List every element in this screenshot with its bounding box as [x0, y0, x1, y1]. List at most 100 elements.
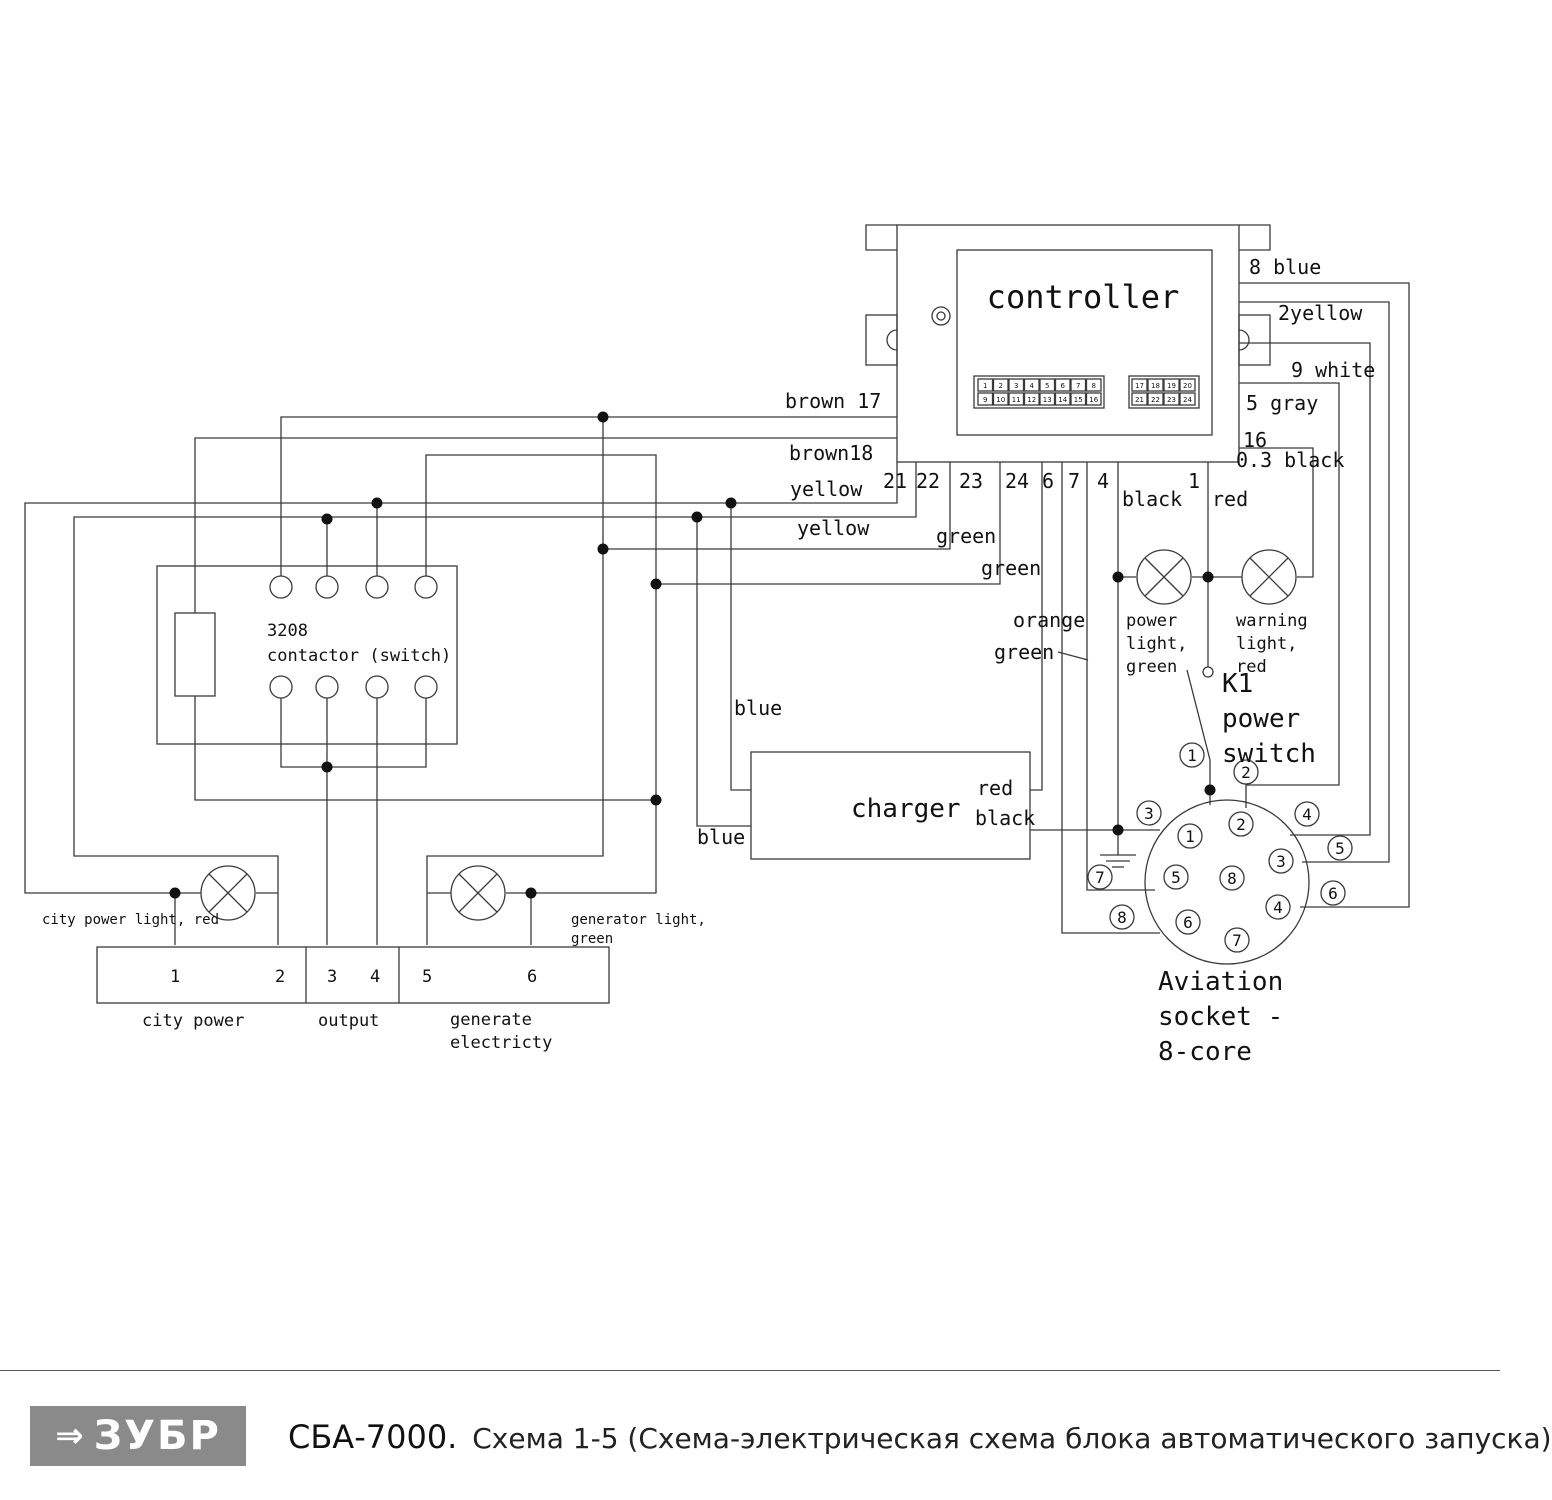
warning-light-label-1: warning	[1236, 611, 1308, 631]
socket-outer-pin-circle	[1233, 759, 1259, 785]
charger-black-label: black	[975, 806, 1035, 830]
label-yellow-a: yellow	[790, 477, 863, 501]
connector-b-pin-box	[1147, 378, 1164, 392]
connector-b-pin-box	[1179, 378, 1196, 392]
label-6: 6	[1042, 469, 1054, 493]
socket-label-line3: 8-core	[1158, 1037, 1252, 1067]
socket-outer-pin-label: 7	[1095, 868, 1105, 887]
label-blue-a: blue	[734, 696, 782, 720]
generator-light-label-2: green	[571, 931, 613, 947]
city-power-light-icon	[200, 865, 256, 921]
socket-label-line2: socket -	[1158, 1002, 1283, 1032]
terminal-6: 6	[527, 967, 537, 987]
connector-a-pin-box	[1070, 392, 1087, 406]
power-light-label-2: light,	[1126, 634, 1187, 654]
generator-light-label-1: generator light,	[571, 912, 706, 928]
connector-a-pin-label: 16	[1089, 396, 1098, 404]
power-light-label-1: power	[1126, 611, 1177, 631]
connector-a-pin-box	[1008, 392, 1025, 406]
connector-a-pin-label: 5	[1045, 382, 1049, 390]
socket-outer-pin-circle	[1136, 800, 1162, 826]
connector-a-pin-label: 8	[1092, 382, 1096, 390]
connector-a-pin-box	[977, 392, 994, 406]
socket-inner-pin-circle	[1163, 864, 1189, 890]
socket-inner-pin-label: 3	[1276, 852, 1286, 871]
socket-label-line1: Aviation	[1158, 967, 1283, 997]
label-blue-b: blue	[697, 825, 745, 849]
connector-a-pin-label: 4	[1030, 382, 1035, 390]
wires-left	[24, 416, 1001, 945]
label-yellow-b: yellow	[797, 516, 870, 540]
connector-a-pin-box	[1054, 378, 1071, 392]
terminal-output-label: output	[318, 1011, 379, 1031]
controller-title: controller	[987, 278, 1180, 316]
contactor-label: contactor (switch)	[267, 646, 451, 666]
connector-b-pin-label: 17	[1135, 382, 1144, 390]
label-1: 1	[1188, 469, 1200, 493]
socket-inner-pin-circle	[1224, 927, 1250, 953]
charger-red-label: red	[977, 776, 1013, 800]
socket-inner-pin-label: 7	[1232, 931, 1242, 950]
connector-a-pin-box	[1054, 392, 1071, 406]
connector-a-pin-label: 6	[1061, 382, 1066, 390]
terminal-5: 5	[422, 967, 432, 987]
connector-b-pin-box	[1179, 392, 1196, 406]
terminal-city-power-label: city power	[142, 1011, 244, 1031]
warning-light-label-2: light,	[1236, 634, 1297, 654]
terminal-1: 1	[170, 967, 180, 987]
k1-label-2: power	[1222, 704, 1300, 734]
k1-label-3: switch	[1222, 739, 1316, 769]
socket-outer-pin-label: 6	[1328, 884, 1338, 903]
socket-outer-pin-circle	[1109, 904, 1135, 930]
terminal-2: 2	[275, 967, 285, 987]
label-green-a: green	[936, 524, 996, 548]
socket-inner-pin-circle	[1228, 811, 1254, 837]
connector-a-pin-box	[1085, 378, 1102, 392]
label-brown-17: brown 17	[785, 389, 881, 413]
terminal-block: 1 2 3 4 5 6 city power output generate e…	[96, 946, 610, 1053]
contactor-model: 3208	[267, 621, 308, 641]
label-21: 21	[883, 469, 907, 493]
connector-a-pin-label: 1	[983, 382, 987, 390]
connector-a-pin-label: 15	[1074, 396, 1083, 404]
label-black-03: 0.3 black	[1236, 448, 1344, 472]
connector-b-pin-box	[1131, 392, 1148, 406]
footer-divider	[0, 1370, 1500, 1371]
label-green-c: green	[994, 640, 1054, 664]
socket-outer-pin-circle	[1179, 742, 1205, 768]
socket-outer-pin-circle	[1087, 864, 1113, 890]
socket-inner-pin-label: 8	[1227, 869, 1237, 888]
connector-a-pin-label: 7	[1076, 382, 1080, 390]
socket-inner-pin-circle	[1219, 865, 1245, 891]
connector-a-pin-box	[992, 378, 1009, 392]
socket-inner-pin-circle	[1265, 894, 1291, 920]
label-gray-5: 5 gray	[1246, 391, 1318, 415]
connector-b-pin-box	[1147, 392, 1164, 406]
connector-a-pin-label: 9	[983, 396, 987, 404]
label-4: 4	[1097, 469, 1109, 493]
connector-b-pin-label: 18	[1151, 382, 1160, 390]
generator-light-icon	[450, 865, 506, 921]
connector-b-pin-label: 21	[1135, 396, 1144, 404]
socket-outer-pin-label: 4	[1302, 805, 1312, 824]
connector-a-pin-box	[1039, 378, 1056, 392]
connector-a-pin-label: 13	[1043, 396, 1052, 404]
connector-b-pin-label: 24	[1183, 396, 1192, 404]
socket-inner-pin-label: 5	[1171, 868, 1181, 887]
label-green-b: green	[981, 556, 1041, 580]
label-white-9: 9 white	[1291, 358, 1375, 382]
connector-a-pin-label: 14	[1058, 396, 1067, 404]
socket-outer-pin-label: 3	[1144, 804, 1154, 823]
label-16: 16	[1243, 428, 1267, 452]
logo-text: ЗУБР	[93, 1413, 221, 1459]
socket-outer-pin-label: 2	[1241, 763, 1251, 782]
power-light-icon	[1136, 549, 1192, 605]
label-7: 7	[1068, 469, 1080, 493]
contactor-3208: 3208 contactor (switch)	[156, 565, 458, 745]
socket-outer-pin-label: 5	[1335, 839, 1345, 858]
socket-inner-pin-circle	[1268, 848, 1294, 874]
caption-text: Схема 1-5 (Схема-электрическая схема бло…	[472, 1422, 1552, 1455]
connector-b-pin-label: 19	[1167, 382, 1176, 390]
terminal-4: 4	[370, 967, 380, 987]
socket-inner-pin-label: 1	[1185, 827, 1195, 846]
